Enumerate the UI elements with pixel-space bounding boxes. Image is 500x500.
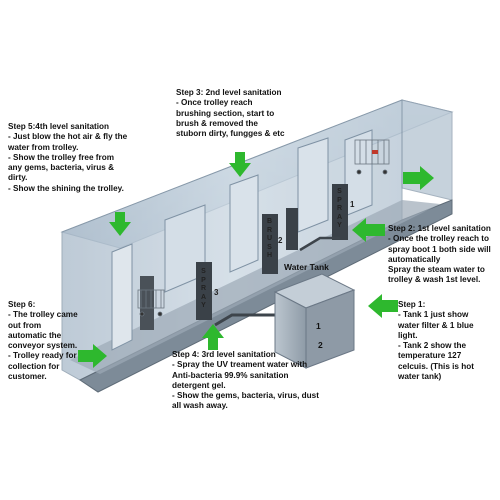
arrow-step6: [78, 344, 107, 368]
trolley-right: [354, 139, 390, 175]
water-tank-side: [305, 289, 355, 369]
spray-unit-right: [332, 184, 348, 240]
step4-line: Anti-bacteria 99.9% sanitation: [172, 370, 289, 380]
step5-line: any gems, bacteria, virus &: [8, 163, 115, 173]
step2-line: - Once the trolley reach to: [388, 234, 490, 244]
step5-line: - Show the shining the trolley.: [8, 183, 124, 193]
step6-line: out from: [8, 320, 42, 330]
step5-line: - Show the trolley free from: [8, 152, 114, 162]
step5-text: Step 5:4th level sanitation - Just blow …: [8, 122, 158, 194]
arrow-conveyor: [403, 166, 434, 190]
water-pipe-upper: [299, 236, 340, 252]
step3-line: brush & removed the: [176, 118, 258, 128]
step2-line: spray boot 1 both side will: [388, 244, 491, 254]
step4-line: all wash away.: [172, 401, 228, 411]
spray-label-left: SPRAY: [200, 268, 207, 309]
step6-line: customer.: [8, 372, 47, 382]
step5-line: dirty.: [8, 173, 28, 183]
step3-line: stuborn dirty, fungges & etc: [176, 129, 285, 139]
booth-number-2: 2: [278, 236, 283, 245]
step6-line: conveyor system.: [8, 341, 78, 351]
water-pipe: [214, 313, 275, 327]
booth-number-1: 1: [350, 200, 355, 209]
booth-panel-mid-right: [297, 137, 329, 233]
step1-line: - Tank 2 show the: [398, 341, 467, 351]
step4-line: detergent gel.: [172, 380, 226, 390]
step3-title: Step 3: 2nd level sanitation: [176, 88, 282, 97]
spray-label-right: SPRAY: [336, 188, 343, 229]
step4-line: - Spray the UV treament water with: [172, 360, 308, 370]
step5-line: - Just blow the hot air & fly the: [8, 132, 128, 142]
tank-2-number: 2: [318, 340, 323, 350]
step6-title: Step 6:: [8, 300, 36, 309]
step2-line: automatically: [388, 254, 441, 264]
step2-line: trolley & wash 1st level.: [388, 275, 481, 285]
spray-unit-left: [196, 262, 212, 320]
step1-title: Step 1:: [398, 300, 426, 309]
step2-text: Step 2: 1st level sanitation - Once the …: [388, 224, 500, 286]
step3-line: - Once trolley reach: [176, 98, 253, 108]
step5-line: water from trolley.: [8, 142, 79, 152]
arrow-step2: [352, 218, 385, 242]
tank-1-number: 1: [316, 321, 321, 331]
step5-title: Step 5:4th level sanitation: [8, 122, 110, 131]
step1-line: temperature 127: [398, 351, 462, 361]
step6-text: Step 6: - The trolley came out from auto…: [8, 300, 88, 382]
spray-unit-extra: [286, 208, 298, 250]
step1-line: light.: [398, 330, 418, 340]
step4-line: - Show the gems, bacteria, virus, dust: [172, 391, 319, 401]
step6-line: - The trolley came: [8, 310, 78, 320]
booth-panel-left: [111, 243, 133, 351]
step4-title: Step 4: 3rd level sanitation: [172, 350, 276, 359]
booth-panel-mid: [229, 174, 259, 273]
fan-unit: [140, 276, 154, 330]
trolley-left: [137, 289, 165, 317]
arrow-step3: [229, 152, 251, 177]
step2-line: Spray the steam water to: [388, 265, 485, 275]
step6-line: collection for: [8, 361, 60, 371]
water-tank-label: Water Tank: [284, 262, 329, 272]
brush-label: BRUSH: [266, 218, 273, 259]
step3-line: brushing section, start to: [176, 108, 275, 118]
step1-line: water filter & 1 blue: [398, 320, 474, 330]
brush-unit: [262, 214, 278, 274]
step1-line: celcuis. (This is hot: [398, 361, 474, 371]
step1-line: - Tank 1 just show: [398, 310, 469, 320]
arrow-step4: [202, 324, 224, 350]
step1-text: Step 1: - Tank 1 just show water filter …: [398, 300, 498, 382]
step1-line: water tank): [398, 372, 442, 382]
step6-line: - Trolley ready for: [8, 351, 77, 361]
step3-text: Step 3: 2nd level sanitation - Once trol…: [176, 88, 306, 139]
step2-title: Step 2: 1st level sanitation: [388, 224, 491, 233]
enclosure-back-wall: [401, 99, 453, 201]
booth-number-3: 3: [214, 288, 219, 297]
conveyor-floor: [70, 200, 440, 374]
arrow-step1: [368, 294, 398, 318]
arrow-step5: [109, 212, 131, 236]
step4-text: Step 4: 3rd level sanitation - Spray the…: [172, 350, 352, 412]
step6-line: automatic the: [8, 330, 62, 340]
